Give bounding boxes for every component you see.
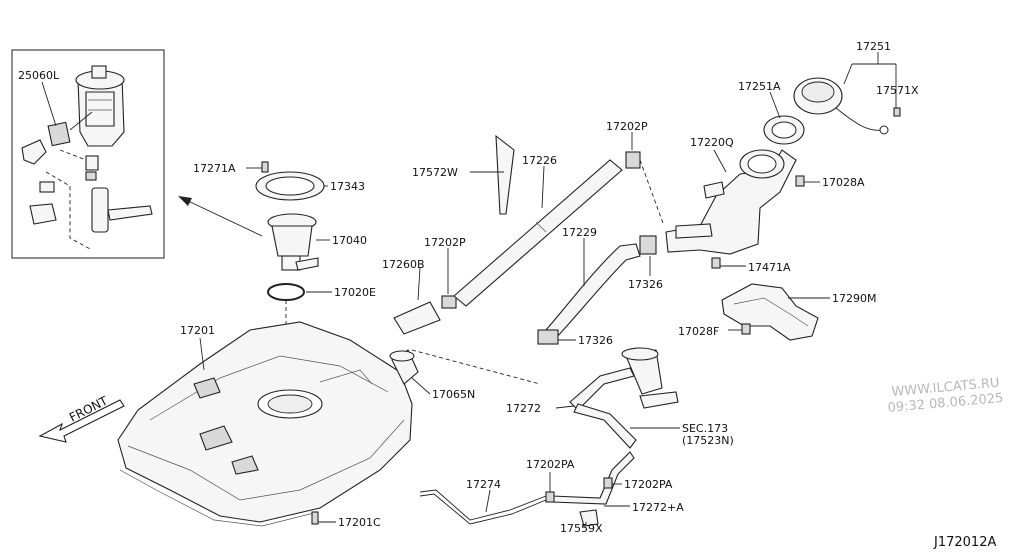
label-17251: 17251 bbox=[856, 40, 891, 53]
diagram-code: J172012A bbox=[933, 535, 996, 550]
vapor-line-group: 17272 SEC.173 (17523N) 17272+A 17202PA 1… bbox=[419, 347, 734, 535]
label-17326-lower: 17326 bbox=[578, 334, 613, 347]
label-17065N: 17065N bbox=[432, 388, 475, 401]
label-17559X: 17559X bbox=[560, 522, 603, 535]
fuel-pump-assembly: 17271A 17343 17040 17020E bbox=[193, 161, 376, 392]
filler-neck-assembly: 17220Q 17251A 17251 17571X 17028A 17471A… bbox=[665, 40, 919, 341]
label-17201: 17201 bbox=[180, 324, 215, 337]
watermark: WWW.ILCATS.RU 09:32 08.06.2025 bbox=[887, 376, 1004, 416]
label-25060L: 25060L bbox=[18, 69, 60, 82]
label-17343: 17343 bbox=[330, 180, 365, 193]
label-sec173: SEC.173 bbox=[682, 422, 728, 435]
label-sec173-ref: (17523N) bbox=[682, 434, 734, 447]
label-17202P-upper: 17202P bbox=[606, 120, 648, 133]
label-17290M: 17290M bbox=[832, 292, 876, 305]
pump-inset: 25060L bbox=[11, 49, 165, 259]
label-17260B: 17260B bbox=[382, 258, 425, 271]
label-17271A: 17271A bbox=[193, 162, 236, 175]
front-direction-arrow: FRONT bbox=[38, 393, 125, 443]
label-17202PA-right: 17202PA bbox=[624, 478, 673, 491]
label-17272A: 17272+A bbox=[632, 501, 684, 514]
filler-seal: 17065N bbox=[389, 349, 541, 401]
label-17471A: 17471A bbox=[748, 261, 791, 274]
inset-pointer-arrow bbox=[178, 196, 263, 237]
label-17229: 17229 bbox=[562, 226, 597, 239]
label-17028F: 17028F bbox=[678, 325, 719, 338]
label-17040: 17040 bbox=[332, 234, 367, 247]
label-17571X: 17571X bbox=[876, 84, 919, 97]
fuel-tank: 17201 17201C bbox=[117, 321, 413, 529]
filler-tube-group: 17260B 17202P 17226 17572W 17202P 17229 … bbox=[382, 120, 665, 347]
label-17272: 17272 bbox=[506, 402, 541, 415]
label-17226: 17226 bbox=[522, 154, 557, 167]
label-17274: 17274 bbox=[466, 478, 501, 491]
label-17202PA-left: 17202PA bbox=[526, 458, 575, 471]
label-17201C: 17201C bbox=[338, 516, 381, 529]
label-17251A: 17251A bbox=[738, 80, 781, 93]
label-17220Q: 17220Q bbox=[690, 136, 734, 149]
label-17020E: 17020E bbox=[334, 286, 376, 299]
label-17326-upper: 17326 bbox=[628, 278, 663, 291]
label-17572W: 17572W bbox=[412, 166, 458, 179]
label-17202P-lower: 17202P bbox=[424, 236, 466, 249]
label-17028A: 17028A bbox=[822, 176, 865, 189]
